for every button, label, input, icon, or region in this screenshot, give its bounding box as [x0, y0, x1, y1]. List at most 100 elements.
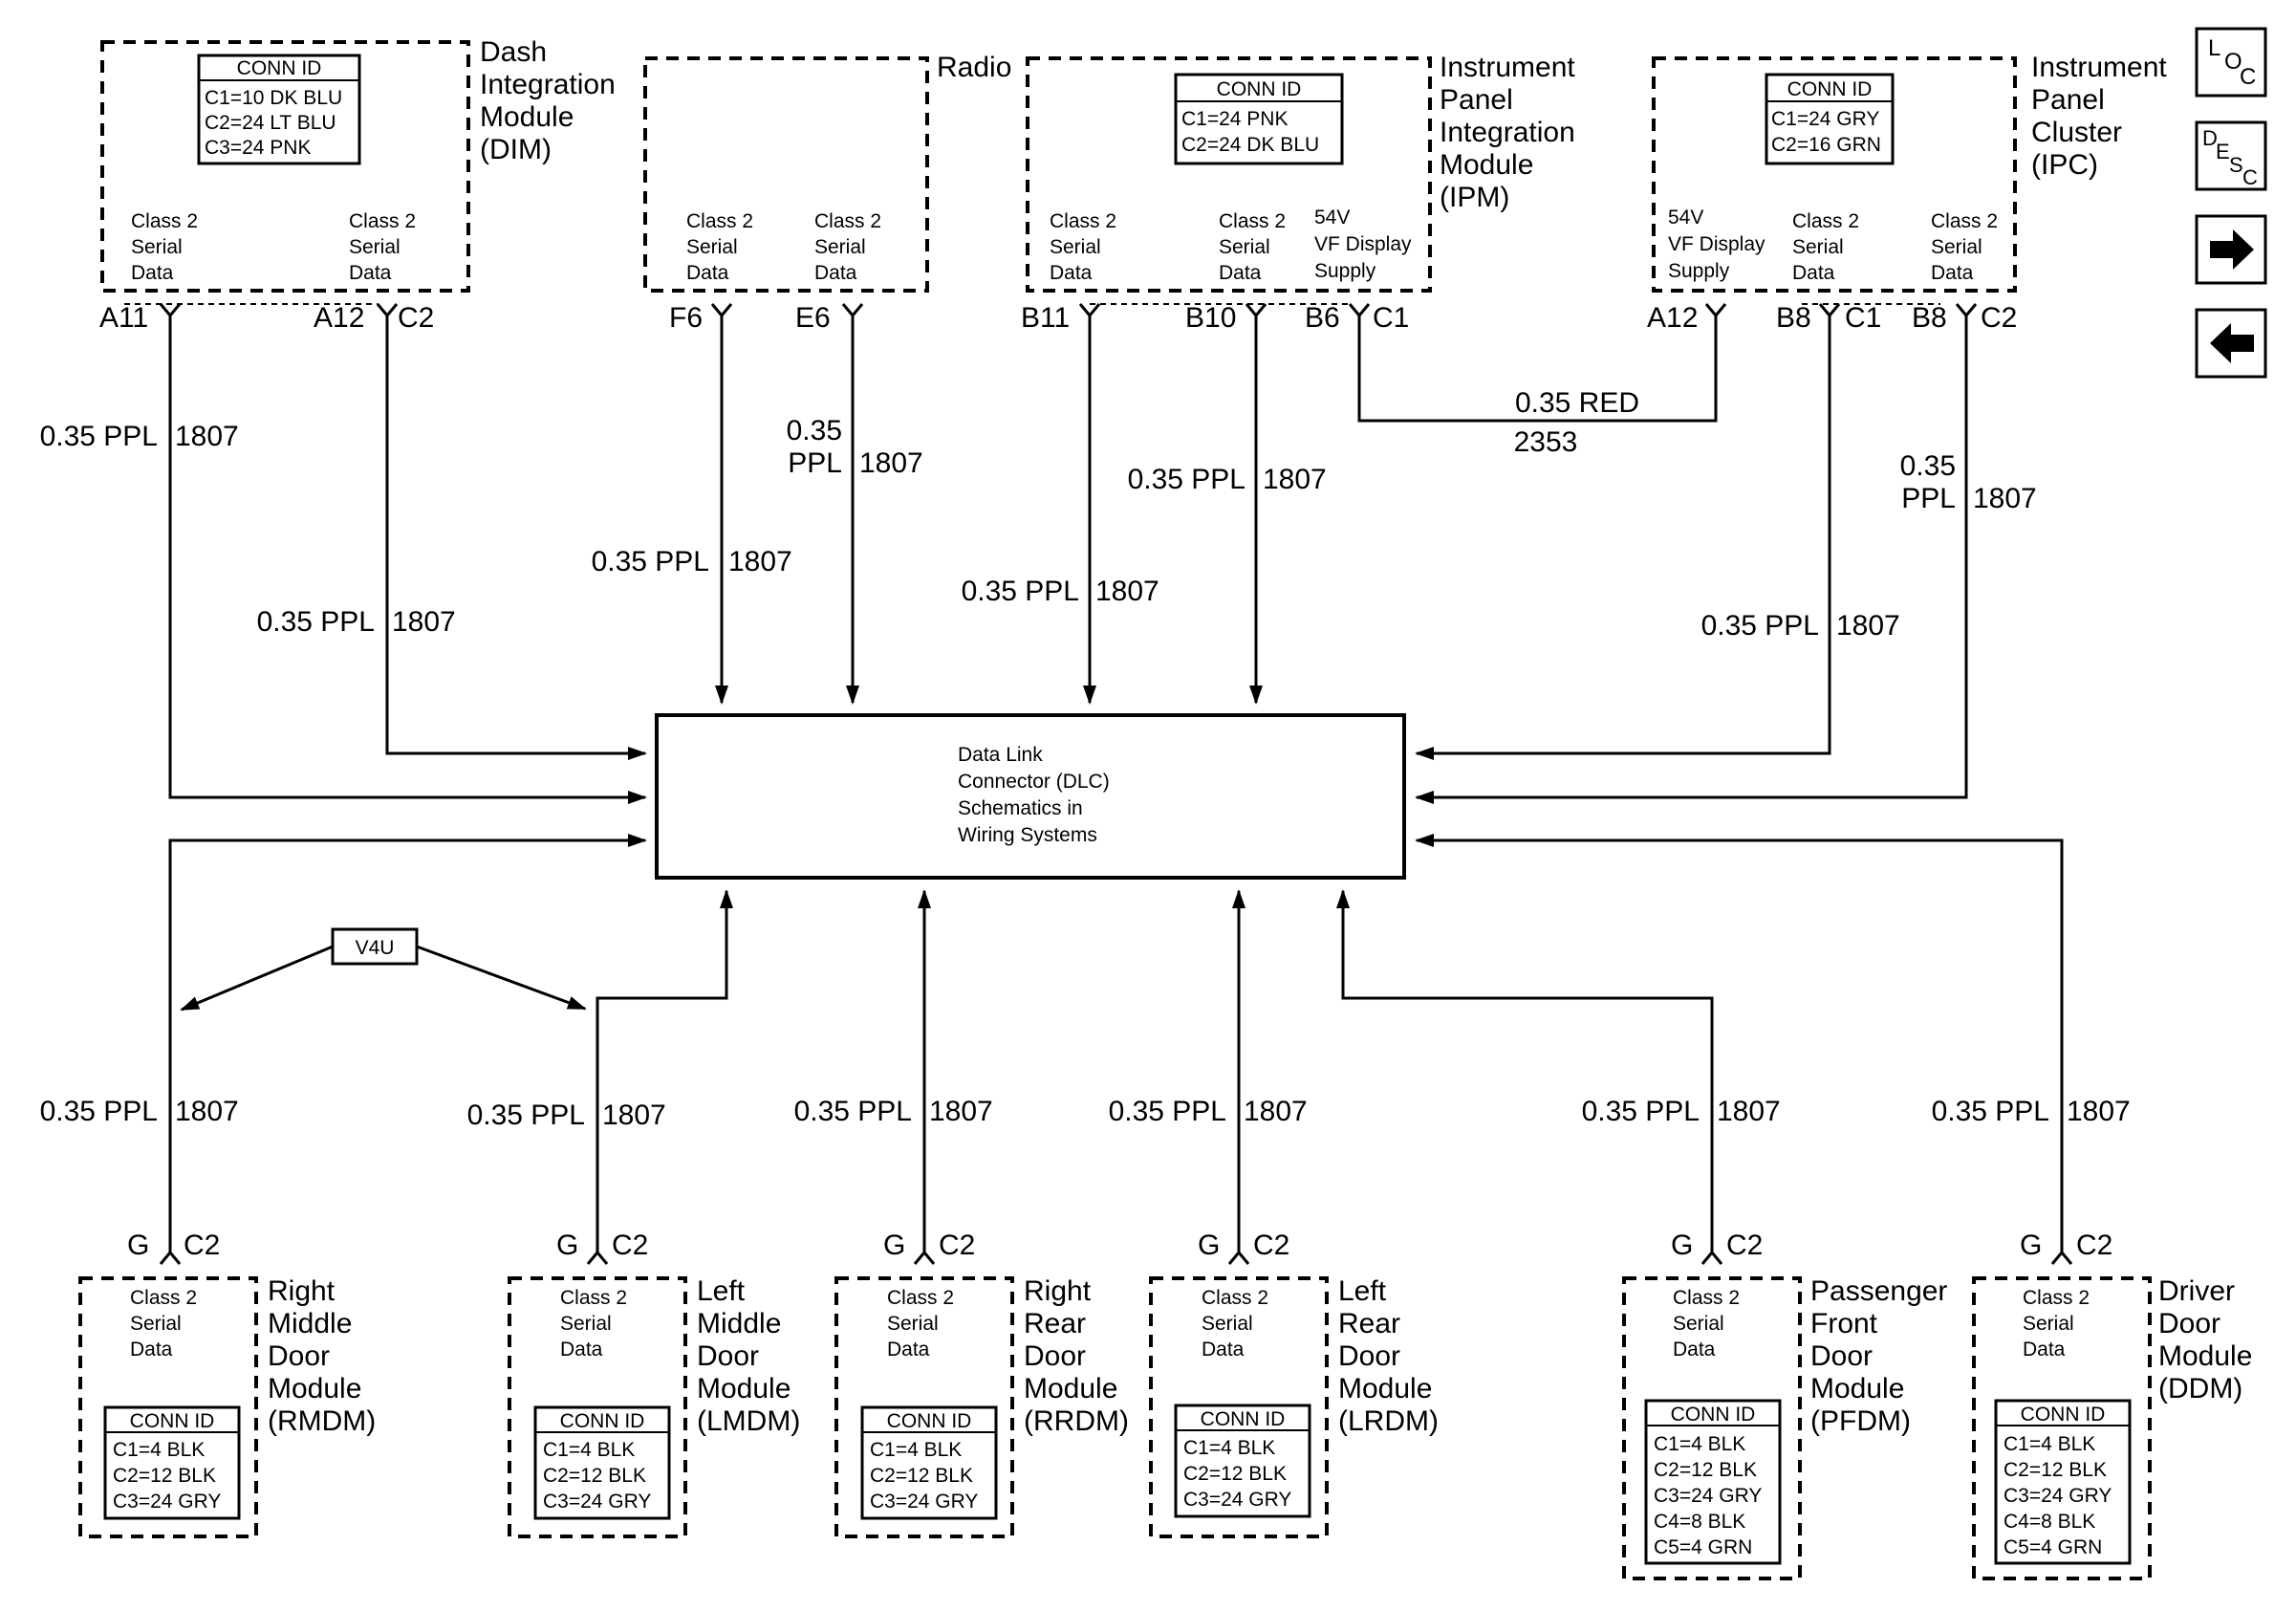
pfdm-pin-c2: C2	[1726, 1230, 1763, 1261]
lmdm-pin-c2: C2	[612, 1230, 648, 1261]
loc-button[interactable]: L O C	[2195, 27, 2267, 98]
dim-conn-c1: C1=10 DK BLU	[205, 87, 342, 109]
lmdm-module: Class 2 Serial Data CONN ID C1=4 BLK C2=…	[508, 1275, 800, 1538]
lmdm-serial-1: Class 2	[560, 1287, 627, 1309]
ipm-conn-c2: C2=24 DK BLU	[1181, 134, 1319, 156]
ipm-pin-c1: C1	[1373, 302, 1409, 334]
dim-left-label-2: Serial	[131, 236, 183, 258]
desc-button[interactable]: D E S C	[2195, 120, 2267, 191]
rrdm-name-2: Rear	[1024, 1308, 1086, 1339]
rmdm-pin-g: G	[127, 1230, 149, 1261]
radio-left-label-3: Data	[686, 262, 729, 284]
ipm-right-label-2: VF Display	[1314, 233, 1412, 255]
lrdm-serial-2: Serial	[1202, 1313, 1253, 1335]
lrdm-conn-title: CONN ID	[1201, 1408, 1286, 1430]
rrdm-conn-c3: C3=24 GRY	[870, 1491, 978, 1513]
dim-right-label-1: Class 2	[349, 210, 416, 232]
lmdm-name-1: Left	[697, 1275, 746, 1307]
rmdm-serial-3: Data	[130, 1339, 173, 1361]
prev-arrow-button[interactable]	[2195, 308, 2267, 379]
ddm-conn-c1: C1=4 BLK	[2004, 1433, 2095, 1455]
ipm-name-3: Integration	[1440, 117, 1575, 148]
lrdm-name-4: Module	[1338, 1373, 1432, 1404]
ipc-left-label-3: Supply	[1668, 260, 1730, 282]
ipm-mid-label-1: Class 2	[1219, 210, 1286, 232]
wire-label-ppl-3: 0.35 PPL	[592, 546, 709, 577]
wire-label-ppl-8a: 0.35	[1900, 450, 1956, 482]
wire-label-circuit-b6: 1807	[2067, 1096, 2131, 1127]
rrdm-name-3: Door	[1024, 1340, 1086, 1372]
wire-pfdm	[1336, 889, 1714, 1252]
lmdm-conn-c3: C3=24 GRY	[543, 1491, 651, 1513]
radio-box	[643, 56, 929, 293]
ipm-module: CONN ID C1=24 PNK C2=24 DK BLU Class 2 S…	[1021, 52, 1575, 334]
wire-label-circuit-b5: 1807	[1717, 1096, 1781, 1127]
wire-label-circuit-3: 1807	[728, 546, 792, 577]
rrdm-name-5: (RRDM)	[1024, 1405, 1129, 1437]
dlc-box: Data Link Connector (DLC) Schematics in …	[655, 713, 1406, 880]
dim-right-label-3: Data	[349, 262, 392, 284]
ddm-pin-g: G	[2020, 1230, 2042, 1261]
ddm-pin-c2: C2	[2076, 1230, 2112, 1261]
wire-ddm	[1415, 834, 2064, 1252]
ipc-module: CONN ID C1=24 GRY C2=16 GRN 54V VF Displ…	[1647, 52, 2167, 334]
ipm-left-label-1: Class 2	[1050, 210, 1116, 232]
next-arrow-button[interactable]	[2195, 214, 2267, 285]
ipc-conn-id-box	[1765, 73, 1895, 165]
lmdm-conn-c2: C2=12 BLK	[543, 1465, 646, 1487]
wire-label-ppl-b5: 0.35 PPL	[1582, 1096, 1700, 1127]
radio-left-label-1: Class 2	[686, 210, 753, 232]
wire-label-circuit-2: 1807	[392, 606, 456, 638]
ddm-module: Class 2 Serial Data CONN ID C1=4 BLK C2=…	[1972, 1275, 2252, 1580]
rmdm-name-4: Module	[268, 1373, 361, 1404]
radio-name: Radio	[937, 52, 1011, 83]
wire-label-circuit-7: 1807	[1836, 610, 1900, 642]
dim-pin-a11: A11	[99, 302, 148, 334]
dim-name-2: Integration	[480, 69, 616, 100]
ipc-name-2: Panel	[2031, 84, 2105, 116]
wire-label-ppl-7: 0.35 PPL	[1701, 610, 1819, 642]
ipm-name-4: Module	[1440, 149, 1533, 181]
loc-letter-o: O	[2224, 49, 2242, 75]
ipc-mid-label-1: Class 2	[1792, 210, 1859, 232]
pfdm-conn-title: CONN ID	[1671, 1404, 1756, 1426]
wire-rmdm	[168, 834, 647, 1252]
ipc-right-label-2: Serial	[1931, 236, 1982, 258]
wires-bottom	[168, 834, 2064, 1252]
pfdm-serial-1: Class 2	[1673, 1287, 1740, 1309]
rmdm-serial-1: Class 2	[130, 1287, 197, 1309]
wire-label-ppl-4b: PPL	[788, 447, 842, 479]
pfdm-conn-c1: C1=4 BLK	[1654, 1433, 1745, 1455]
rrdm-name-1: Right	[1024, 1275, 1092, 1307]
ipm-pin-b10: B10	[1185, 302, 1236, 334]
lmdm-conn-id-box	[533, 1405, 671, 1520]
radio-module: Radio Class 2 Serial Data Class 2 Serial…	[643, 52, 1011, 334]
wire-labels-bottom: 0.35 PPL 1807 0.35 PPL 1807 0.35 PPL 180…	[40, 1096, 2131, 1131]
wire-label-circuit-4: 1807	[859, 447, 923, 479]
wire-label-circuit-b1: 1807	[175, 1096, 239, 1127]
ipc-pin-a12: A12	[1647, 302, 1698, 334]
ipc-name-4: (IPC)	[2031, 149, 2098, 181]
lrdm-conn-c2: C2=12 BLK	[1183, 1463, 1287, 1485]
lmdm-name-3: Door	[697, 1340, 759, 1372]
pfdm-name-3: Door	[1810, 1340, 1873, 1372]
rrdm-pin-c2: C2	[939, 1230, 975, 1261]
wire-label-ppl-b1: 0.35 PPL	[40, 1096, 158, 1127]
dlc-label-3: Schematics in	[958, 797, 1083, 819]
wire-label-circuit-b3: 1807	[929, 1096, 993, 1127]
wire-label-ppl-b2: 0.35 PPL	[467, 1099, 585, 1131]
loc-letter-l: L	[2208, 35, 2220, 61]
ipm-right-label-3: Supply	[1314, 260, 1376, 282]
rrdm-pin-g: G	[883, 1230, 905, 1261]
pfdm-serial-3: Data	[1673, 1339, 1716, 1361]
ddm-serial-3: Data	[2023, 1339, 2066, 1361]
dim-box	[100, 40, 470, 293]
wire-label-ppl-b6: 0.35 PPL	[1932, 1096, 2049, 1127]
lrdm-conn-c1: C1=4 BLK	[1183, 1437, 1275, 1459]
rmdm-module: Class 2 Serial Data CONN ID C1=4 BLK C2=…	[78, 1275, 376, 1538]
ipm-conn-c1: C1=24 PNK	[1181, 108, 1288, 130]
ipc-name-3: Cluster	[2031, 117, 2122, 148]
pfdm-conn-id-box	[1644, 1399, 1782, 1565]
rrdm-name-4: Module	[1024, 1373, 1117, 1404]
lrdm-name-5: (LRDM)	[1338, 1405, 1439, 1437]
